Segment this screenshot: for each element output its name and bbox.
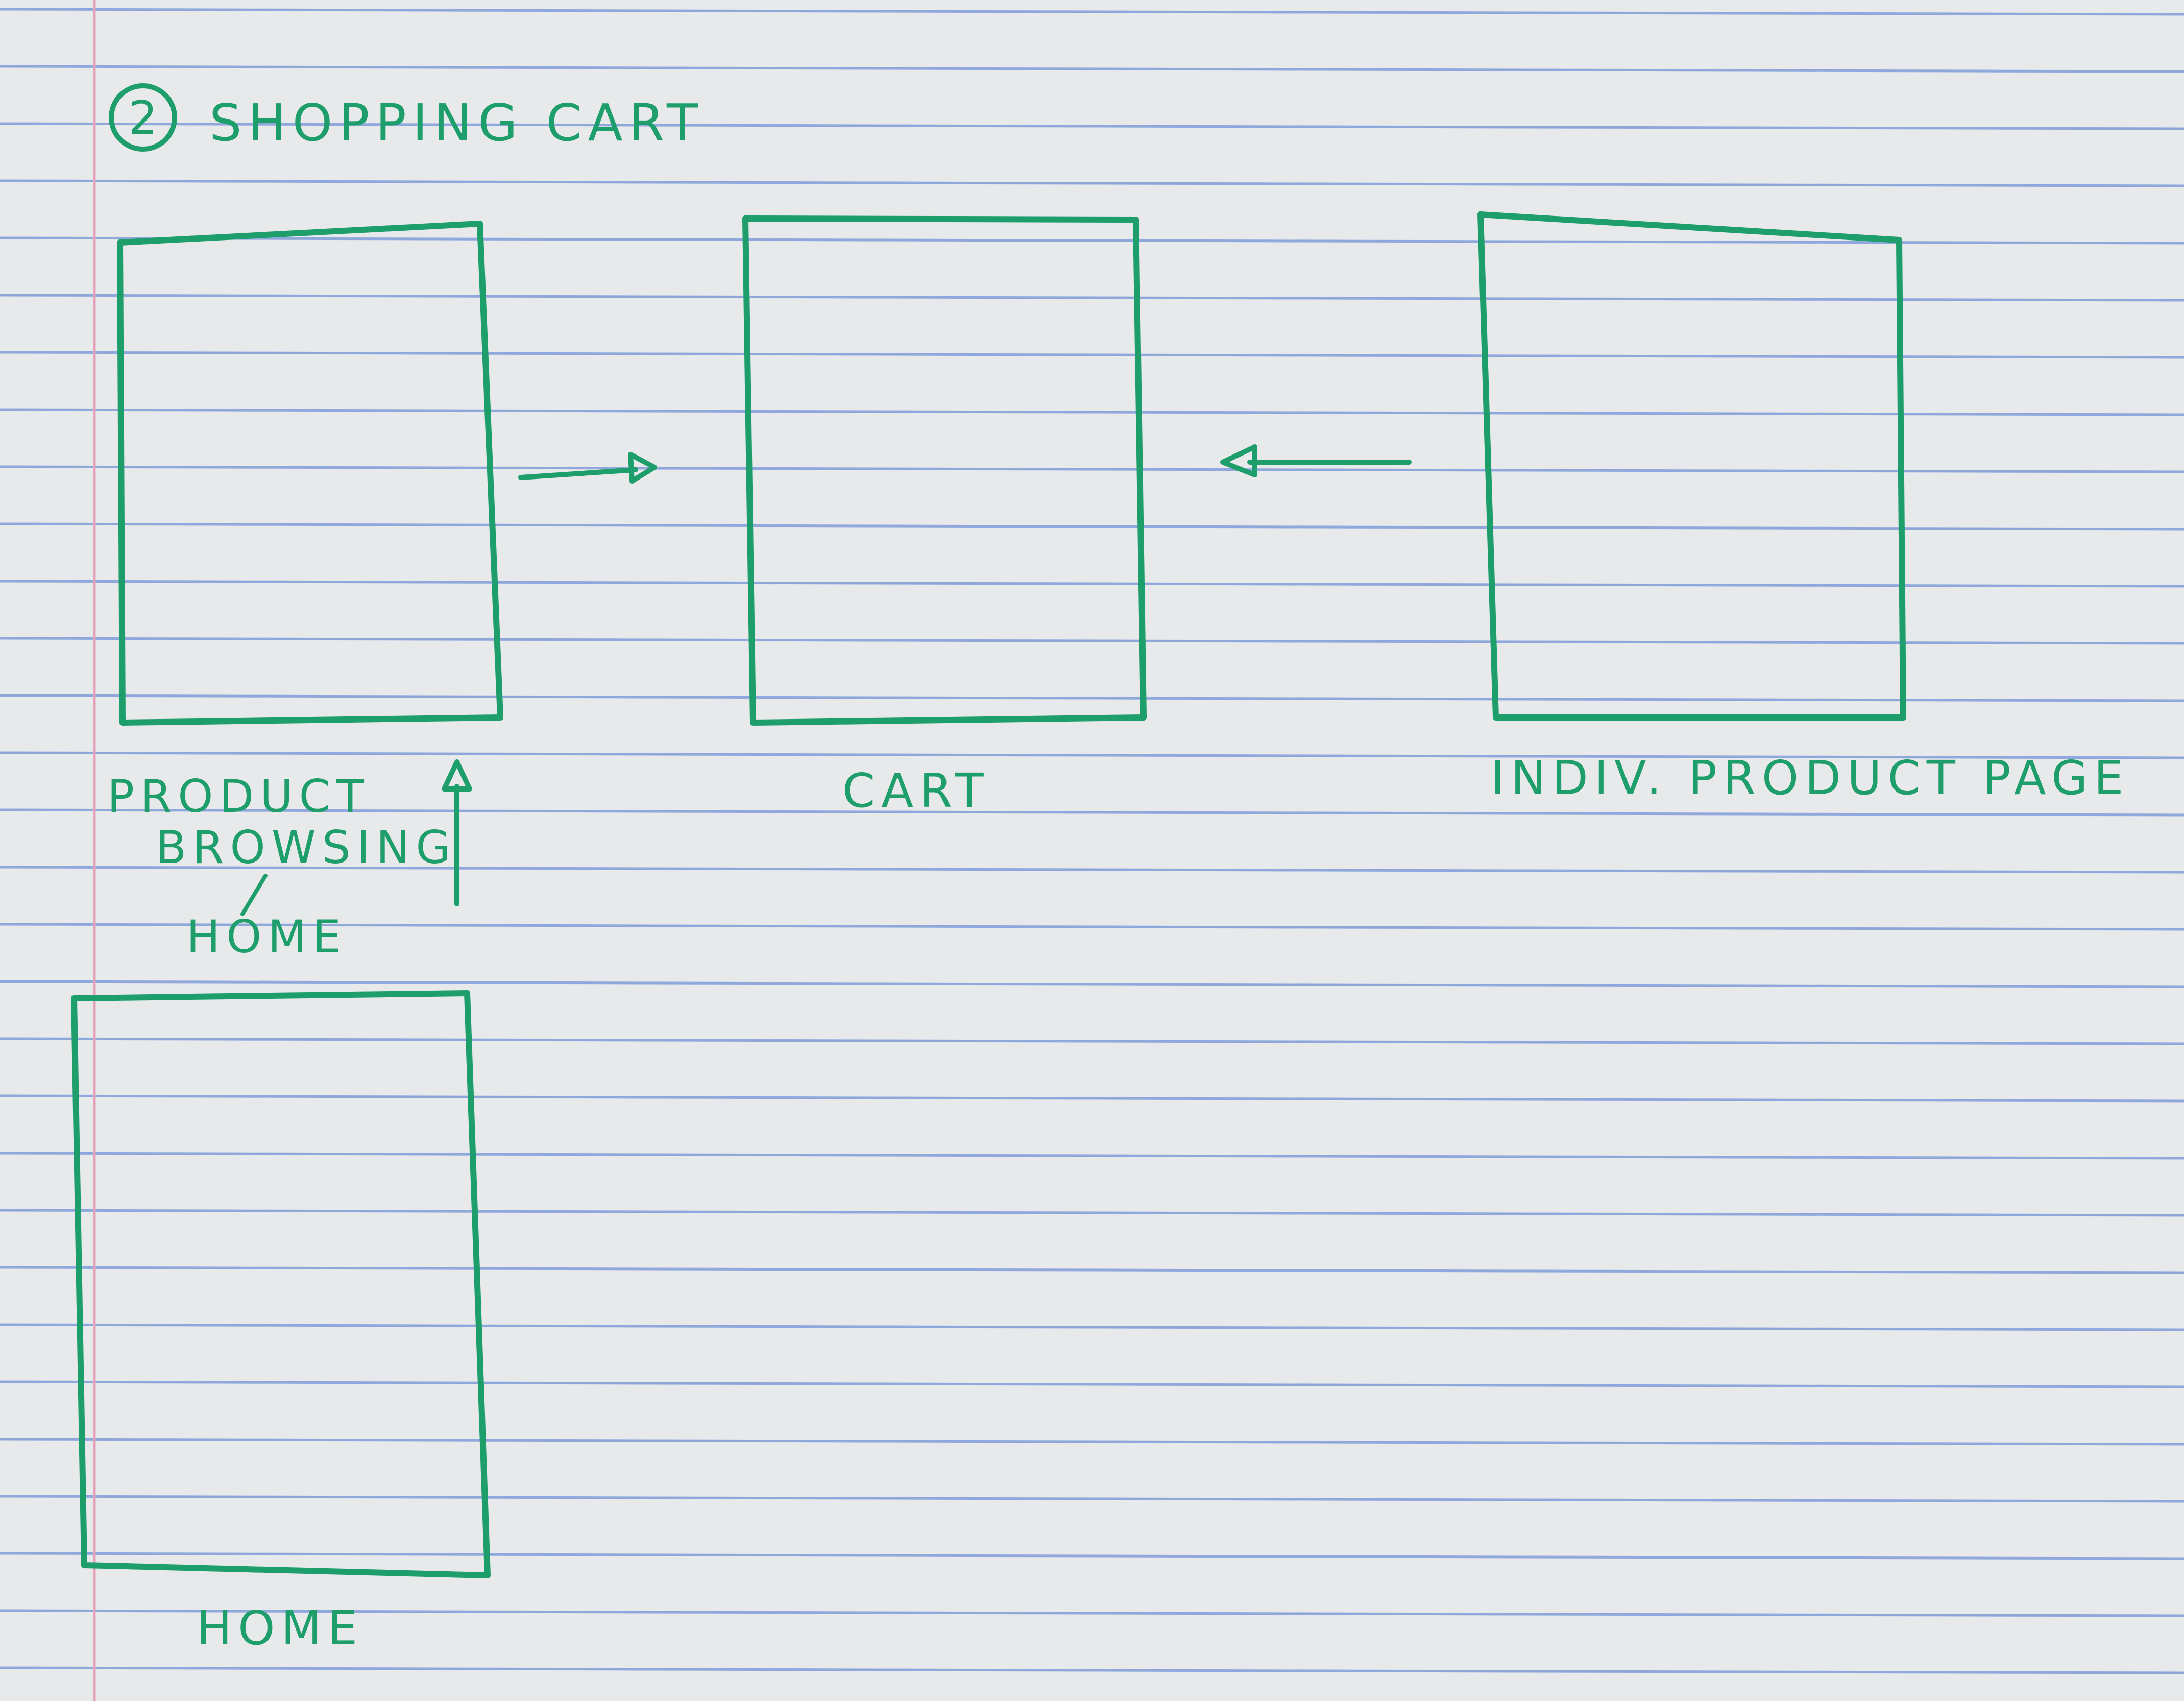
arrow-product-page-to-cart	[1220, 444, 1412, 477]
cart-label: CART	[842, 763, 990, 818]
ruled-line	[0, 408, 2184, 416]
step-number: 2	[128, 91, 157, 145]
ruled-line	[0, 808, 2184, 817]
ruled-line	[0, 1495, 2184, 1503]
diagram-title: 2 SHOPPING CART	[109, 83, 704, 153]
ruled-line	[0, 294, 2184, 302]
ruled-line	[0, 1438, 2184, 1446]
product-browsing-screen-box	[117, 221, 503, 726]
ruled-line	[0, 1609, 2184, 1617]
step-number-circle	[109, 83, 177, 152]
ruled-line	[0, 866, 2184, 874]
title-text: SHOPPING CART	[209, 93, 704, 153]
product-browsing-label-line1: PRODUCT	[107, 770, 370, 823]
ruled-line	[0, 694, 2184, 702]
ruled-line	[0, 1037, 2184, 1045]
ruled-line	[0, 751, 2184, 759]
arrow-home-to-browsing	[442, 759, 472, 906]
ruled-line	[0, 637, 2184, 645]
product-page-screen-box	[1477, 211, 1906, 721]
ruled-line	[0, 580, 2184, 588]
ruled-line	[0, 980, 2184, 988]
ruled-line	[0, 465, 2184, 473]
home-screen-box	[71, 990, 491, 1578]
product-page-label: INDIV. PRODUCT PAGE	[1491, 751, 2130, 805]
ruled-line	[0, 1323, 2184, 1331]
ruled-line	[0, 351, 2184, 359]
arrow-browsing-to-cart	[518, 452, 657, 484]
ruled-line	[0, 1094, 2184, 1103]
ruled-line	[0, 179, 2184, 187]
ruled-line	[0, 522, 2184, 531]
ruled-line	[0, 1266, 2184, 1274]
ruled-line	[0, 1209, 2184, 1217]
ruled-lines	[0, 8, 2184, 1674]
product-browsing-label-line3: HOME	[186, 911, 347, 963]
ruled-line	[0, 1380, 2184, 1388]
label-slash	[240, 874, 268, 916]
cart-screen-box	[742, 215, 1147, 726]
ruled-line	[0, 1152, 2184, 1160]
ruled-line	[0, 122, 2184, 130]
ruled-line	[0, 923, 2184, 931]
ruled-line	[0, 236, 2184, 245]
home-label: HOME	[197, 1601, 363, 1656]
ruled-line	[0, 1666, 2184, 1674]
ruled-line	[0, 1552, 2184, 1560]
ruled-line	[0, 65, 2184, 73]
ruled-line	[0, 8, 2184, 16]
product-browsing-label-line2: BROWSING	[156, 821, 457, 874]
